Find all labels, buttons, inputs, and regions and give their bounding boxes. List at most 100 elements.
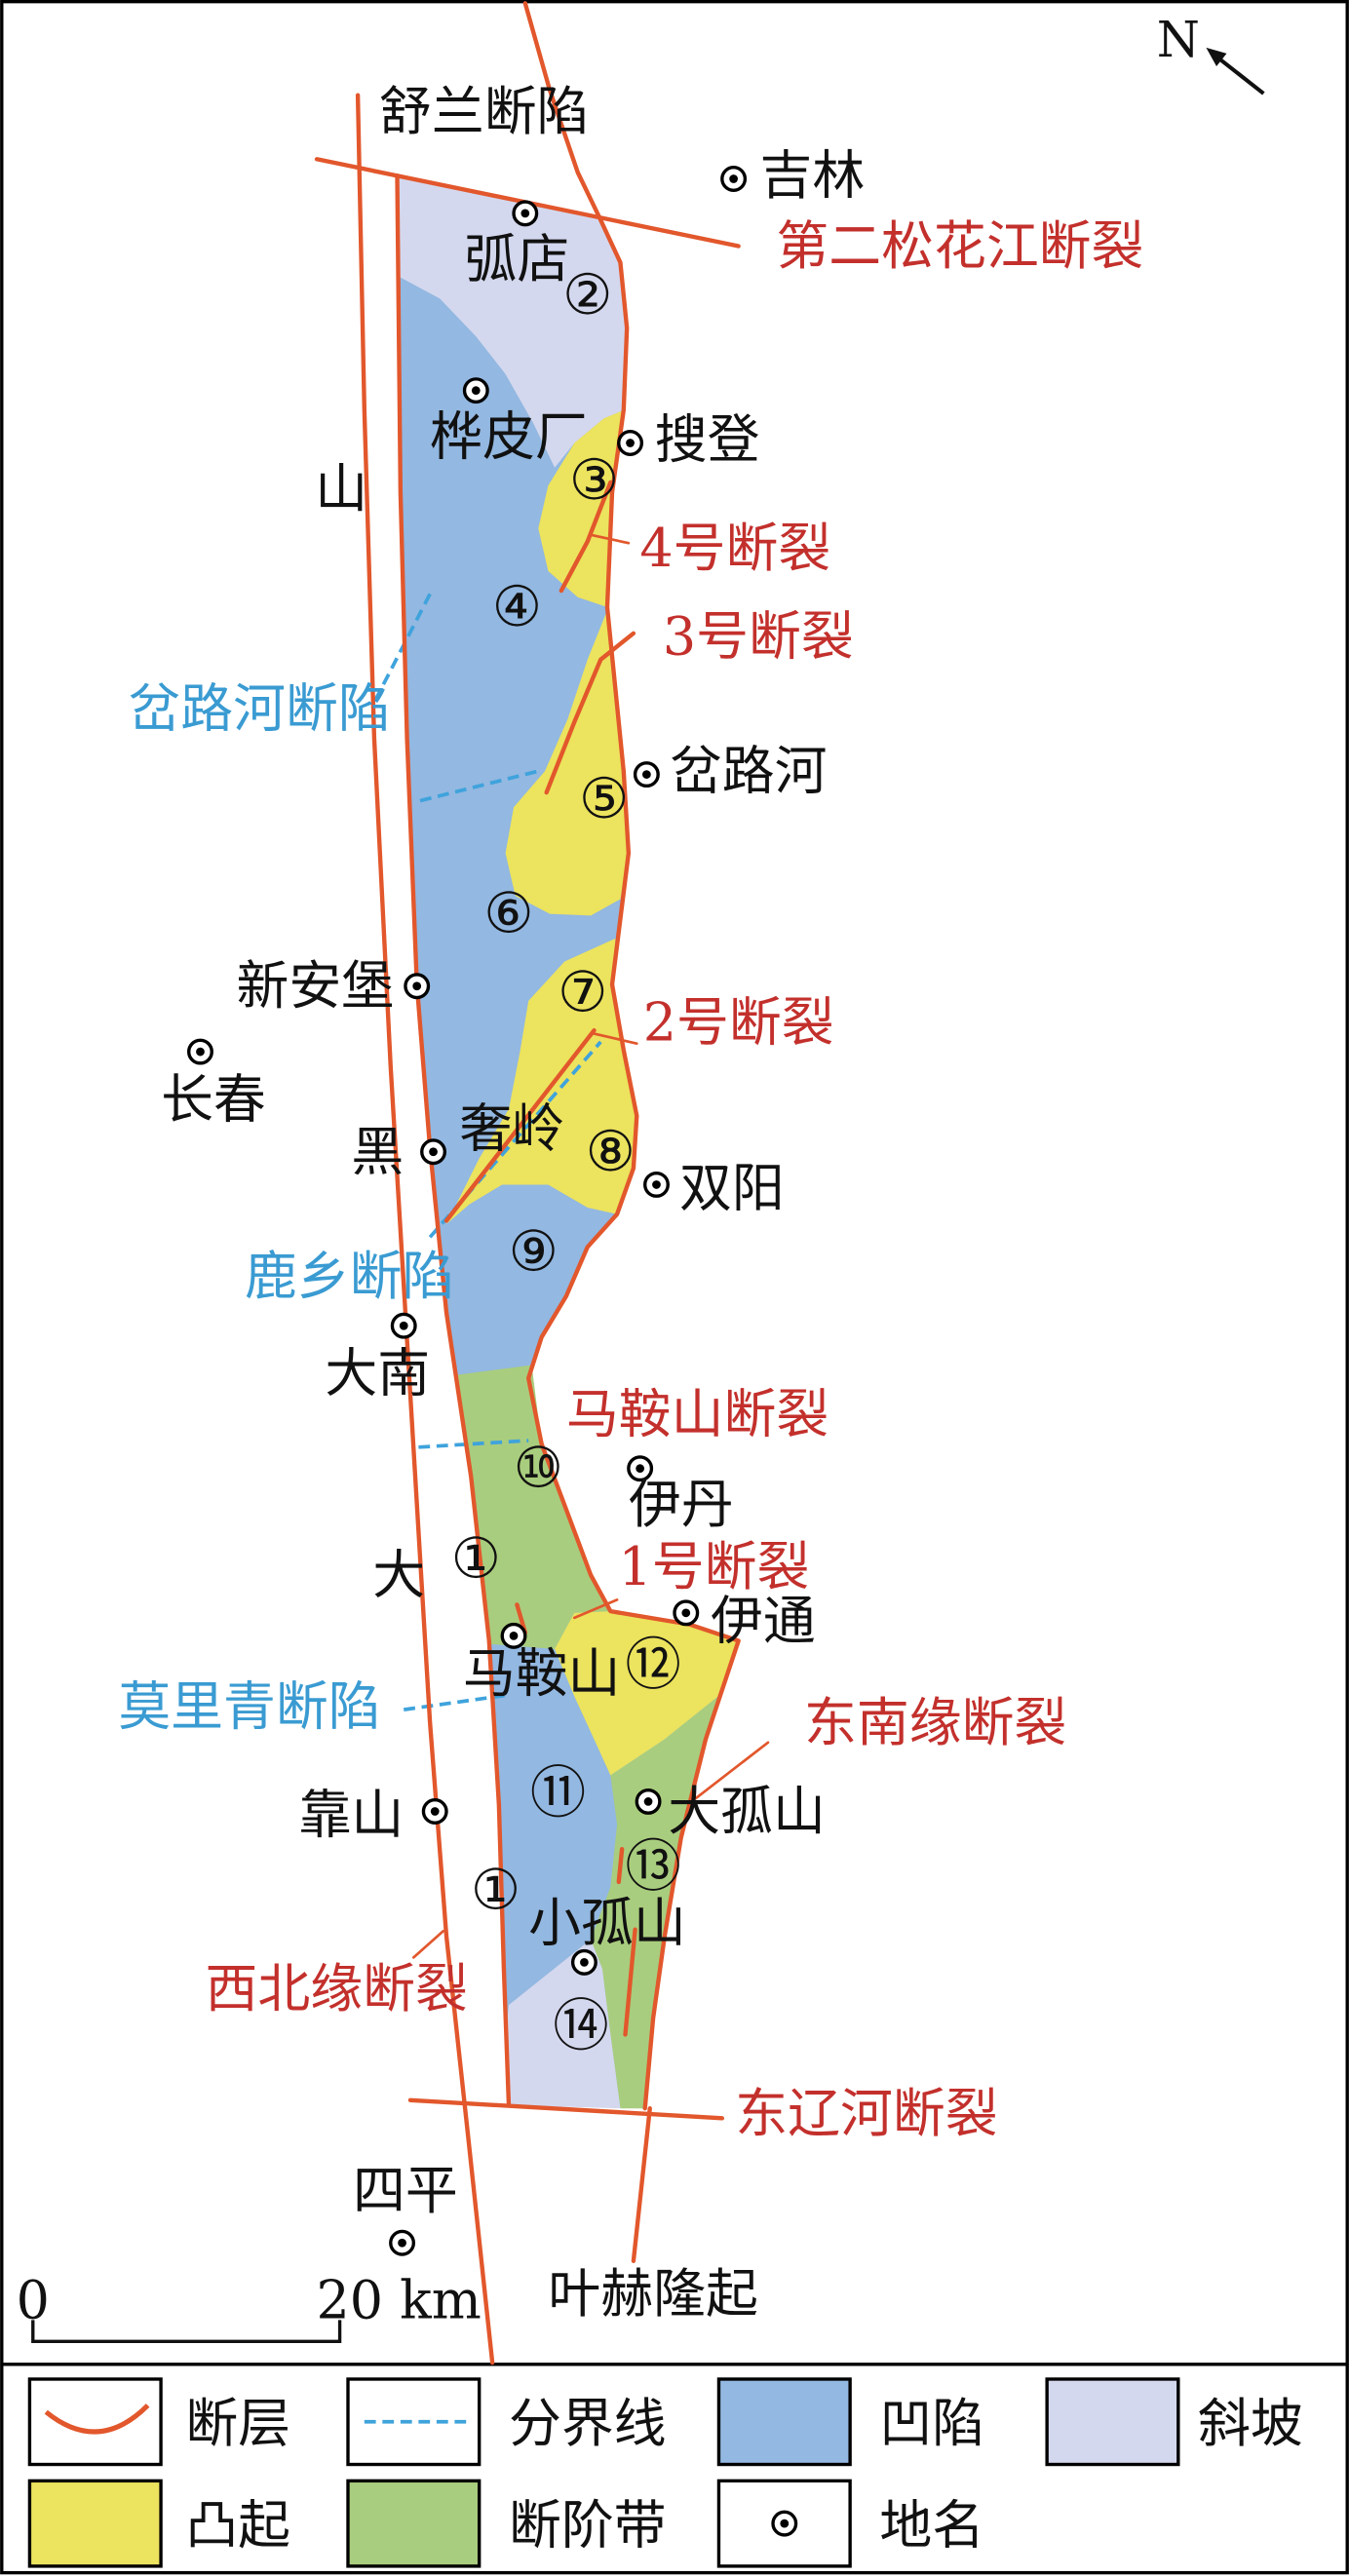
place-label: 奢岭 — [459, 1098, 564, 1160]
fault-label-no4: 4号断裂 — [639, 518, 830, 579]
unit-label-yehe: 叶赫隆起 — [548, 2263, 757, 2325]
zone-number: ⑨ — [509, 1219, 559, 1284]
fault-step-swatch-icon — [346, 2479, 482, 2568]
north-label: N — [1157, 11, 1200, 68]
fault-no2-leader — [593, 1032, 638, 1046]
uplift-area-3 — [538, 409, 624, 607]
fault-step-area-10 — [456, 1365, 611, 1649]
fault-no1-leader — [572, 1598, 619, 1620]
unit-label-chaluhe: 岔路河断陷 — [128, 678, 390, 740]
fault-line-symbol — [44, 2403, 150, 2435]
legend-label: 断层 — [185, 2393, 290, 2454]
slope-area-south — [505, 1939, 621, 2109]
legend-item-slope: 斜坡 — [1045, 2377, 1303, 2467]
place-marker-icon — [617, 430, 644, 456]
legend-label: 凹陷 — [879, 2393, 984, 2454]
fault-northeast-extension — [522, 1, 601, 219]
place-marker-icon — [500, 1622, 527, 1649]
legend-item-fault: 断层 — [27, 2377, 290, 2467]
scale-bar: 0 20 km — [17, 2270, 482, 2343]
boundary-chaluhe-leader — [372, 593, 432, 704]
slope-area-north — [397, 175, 628, 468]
zone-number: ⑤ — [579, 767, 629, 831]
zone-number: ① — [451, 1526, 501, 1591]
place-marker-icon — [633, 761, 660, 788]
place-labels: 吉林 弧店 桦皮厂 搜登 岔路河 新安堡 长春 奢岭 双阳 大南 伊丹 伊通 马… — [161, 81, 865, 2325]
zone-number: ⑦ — [558, 960, 607, 1024]
place-label: 长春 — [161, 1068, 266, 1130]
fault-dongliao — [407, 2097, 725, 2121]
place-label: 大孤山 — [668, 1781, 826, 1842]
place-label: 双阳 — [679, 1157, 785, 1218]
place-label: 伊丹 — [629, 1474, 734, 1535]
place-markers — [187, 166, 748, 2256]
north-arrowhead-icon — [1206, 47, 1227, 67]
legend-item-uplift: 凸起 — [27, 2479, 290, 2568]
place-label: 吉林 — [760, 145, 866, 207]
fault-northwest-regional — [355, 93, 495, 2365]
place-marker-icon — [421, 1798, 448, 1825]
fault-southeast-leader — [694, 1741, 770, 1800]
place-marker-icon — [462, 377, 489, 404]
basin-zones — [397, 175, 739, 2109]
fault-no3 — [544, 631, 636, 795]
place-marker-icon — [570, 1948, 597, 1976]
zone-number: ⑥ — [483, 882, 533, 946]
fault-label-second-songhua: 第二松花江断裂 — [776, 215, 1143, 277]
fault-south-extension — [631, 2106, 652, 2263]
place-label: 岔路河 — [670, 741, 828, 802]
zone-number: ④ — [492, 575, 542, 639]
unit-label-moliqing: 莫里青断陷 — [118, 1675, 380, 1737]
legend-item-depression: 凹陷 — [716, 2377, 984, 2467]
boundary-line-2 — [418, 1439, 529, 1449]
slope-swatch-icon — [1045, 2377, 1180, 2467]
zone-number: ① — [471, 1858, 520, 1922]
legend: 断层 分界线 凹陷 斜坡 凸起 断阶带 地名 — [27, 2377, 1303, 2568]
place-marker-icon — [187, 1038, 213, 1065]
uplift-area-5 — [505, 610, 629, 916]
zone-labels: ② ③ ④ ⑤ ⑥ ⑦ ⑧ ⑨ ⑩ ① ⑫ ⑪ ⑬ ① ⑭ — [451, 263, 681, 2058]
fault-no4-leader — [589, 533, 631, 545]
fault-label-northwest: 西北缘断裂 — [206, 1958, 468, 2019]
north-arrow-icon — [1215, 56, 1265, 96]
fault-lines — [314, 1, 770, 2365]
legend-label: 分界线 — [509, 2393, 667, 2454]
uplift-swatch-icon — [27, 2479, 163, 2568]
fault-no4 — [559, 480, 613, 594]
place-label: 弧店 — [465, 228, 570, 289]
place-marker-icon — [627, 1455, 654, 1482]
uplift-area-7-8 — [446, 938, 637, 1224]
unit-label-shulan: 舒兰断陷 — [379, 81, 589, 142]
place-label: 小孤山 — [528, 1892, 686, 1953]
legend-item-place: 地名 — [716, 2479, 984, 2568]
fault-no2 — [443, 1028, 597, 1223]
legend-label: 斜坡 — [1198, 2393, 1303, 2454]
fault-labels: 第二松花江断裂 4号断裂 3号断裂 2号断裂 马鞍山断裂 1号断裂 东南缘断裂 … — [206, 215, 1144, 2144]
place-marker-icon — [420, 1138, 447, 1166]
fault-line-icon — [27, 2377, 163, 2467]
zone-number: ② — [562, 263, 612, 327]
place-label: 伊通 — [711, 1591, 816, 1652]
zone-number: ⑧ — [586, 1120, 636, 1184]
legend-item-boundary: 分界线 — [346, 2377, 667, 2467]
zone-number: ⑫ — [625, 1634, 680, 1698]
place-marker-icon — [720, 166, 748, 192]
legend-label: 地名 — [879, 2494, 984, 2556]
fault-label-southeast: 东南缘断裂 — [804, 1692, 1066, 1753]
zone-number: ⑬ — [625, 1835, 680, 1900]
legend-label: 凸起 — [185, 2494, 290, 2556]
fault-label-maanshan: 马鞍山断裂 — [566, 1384, 829, 1445]
zone-number: ⑩ — [514, 1437, 563, 1501]
fault-inner-13b — [623, 1927, 637, 2037]
north-arrow: N — [1157, 11, 1265, 96]
place-label: 搜登 — [655, 409, 760, 471]
place-marker-icon — [390, 1312, 417, 1339]
place-marker-icon — [673, 1599, 700, 1627]
place-label: 新安堡 — [237, 955, 395, 1017]
place-marker-icon — [635, 1788, 662, 1815]
scale-distance-label: 20 km — [316, 2270, 481, 2331]
fault-label-no2: 2号断裂 — [643, 991, 834, 1053]
uplift-area-12 — [555, 1611, 739, 1776]
